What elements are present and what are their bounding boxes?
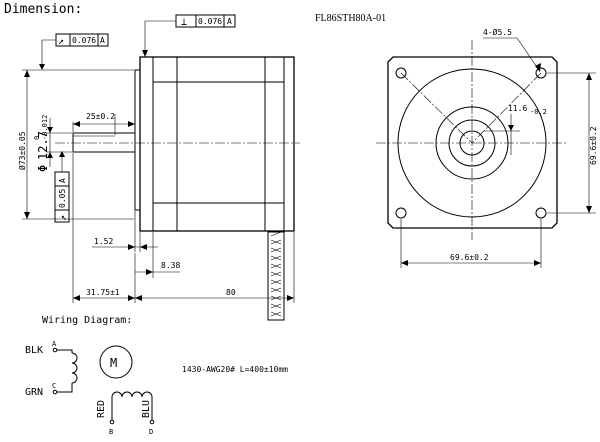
drawing-title: Dimension: [4,2,82,17]
pilot-depth-label: 1.52 [94,237,113,246]
motor-icon [99,345,133,379]
runout-shaft-icon: ↗ [58,215,69,221]
wire-blu-label: BLU [141,400,152,418]
hole-callout: 4-Ø5.5 [483,27,541,72]
pilot-diameter-dimension: Ø73±0.05 [17,69,134,220]
flat-length-dimension: 25±0.2 [72,112,135,135]
runout-shaft-datum: A [58,178,67,183]
hole-pitch-horizontal-dimension: 69.6±0.2 [400,219,542,268]
wire-red-label: RED [96,400,107,418]
flat-length-label: 25±0.2 [86,112,115,121]
shaft-tolerance-upper: 0 [33,136,41,140]
lead-cable [267,231,285,321]
pin-a-label: A [52,340,57,348]
pin-b-label: B [109,428,113,436]
shaft-tolerance-lower: -0.012 [41,115,49,140]
flat-depth-dimension: 11.6 -0.2 [484,104,547,155]
side-view: ⊥ 0.076 A ↗ 0.076 A Ø73±0.05 [17,14,300,321]
runout-datum-label: A [100,36,105,45]
motor-symbol-label: M [110,356,117,370]
runout-shaft-value: 0.05 [58,189,67,208]
flange-thickness-label: 8.38 [161,261,180,270]
pin-c-label: C [52,382,56,390]
pilot-diameter-label: Ø73±0.05 [17,131,27,170]
mount-hole-tl [395,67,407,79]
wire-grn-label: GRN [25,387,43,398]
runout-icon: ↗ [58,36,64,47]
coil-b-d: RED BLU B D [96,391,155,436]
wiring-diagram: Wiring Diagram: M BLK A GRN C RED BLU B [25,315,288,436]
perp-tolerance-value: 0.076 [198,17,222,26]
mount-hole-tr [535,67,547,79]
perp-datum-label: A [227,17,232,26]
shaft-length-label: 31.75±1 [86,288,120,297]
wiring-diagram-title: Wiring Diagram: [42,315,132,326]
shaft-diameter-value: 12.7 [36,131,50,160]
coil-a-c: BLK A GRN C [25,340,78,398]
pin-d-label: D [149,428,153,436]
cable-spec-label: 1430-AWG20# L=400±10mm [182,365,288,374]
body-length-label: 80 [226,288,236,297]
flat-depth-label: 11.6 [508,104,527,113]
perpendicular-icon: ⊥ [181,17,187,28]
runout-tolerance-value: 0.076 [72,36,96,45]
pilot-depth-dimension: 1.52 [92,211,158,252]
shaft-runout-callout: ↗ 0.05 A [54,151,70,223]
mount-hole-bl [395,207,407,219]
length-dimensions: 31.75±1 80 [72,153,295,303]
wire-blk-label: BLK [25,345,43,356]
flange-thickness-dimension: 8.38 [135,232,180,278]
front-view: 4-Ø5.5 11.6 -0.2 69.6±0.2 [376,27,598,268]
model-number: FL86STH80A-01 [315,13,386,24]
flat-depth-tolerance: -0.2 [530,108,547,116]
hole-pitch-h-label: 69.6±0.2 [450,253,489,262]
perpendicularity-callout: ⊥ 0.076 A [142,14,236,57]
mount-hole-br [535,207,547,219]
shaft-diameter-symbol: Φ [36,165,50,172]
hole-callout-label: 4-Ø5.5 [483,27,512,37]
hole-pitch-v-label: 69.6±0.2 [589,126,598,165]
hole-pitch-vertical-dimension: 69.6±0.2 [547,72,598,214]
runout-callout: ↗ 0.076 A [39,33,109,70]
shaft-diameter-dimension: Φ 12.7 0 -0.012 [33,115,72,172]
